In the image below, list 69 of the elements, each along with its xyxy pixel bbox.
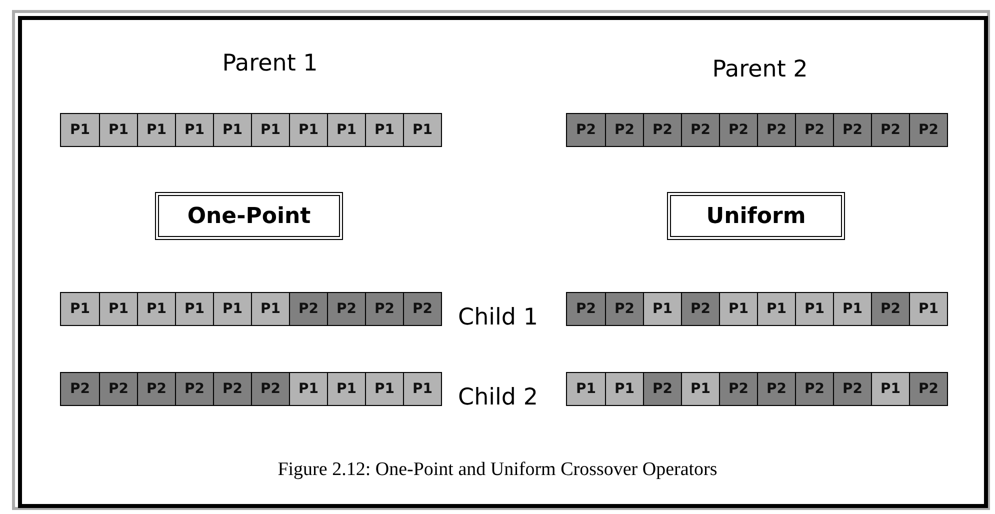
gene-cell: P1 (327, 114, 365, 146)
gene-cell: P2 (719, 373, 757, 405)
gene-cell: P2 (605, 293, 643, 325)
caption: Figure 2.12: One-Point and Uniform Crossover Operators (278, 458, 718, 482)
gene-cell: P2 (643, 373, 681, 405)
gene-cell: P2 (251, 373, 289, 405)
gene-cell: P2 (833, 373, 871, 405)
gene-cell: P1 (213, 293, 251, 325)
gene-cell: P2 (567, 293, 605, 325)
gene-cell: P2 (99, 373, 137, 405)
gene-cell: P1 (719, 293, 757, 325)
gene-cell: P1 (871, 373, 909, 405)
gene-cell: P1 (175, 293, 213, 325)
gene-cell: P2 (871, 114, 909, 146)
gene-cell: P2 (365, 293, 403, 325)
gene-cell: P2 (757, 373, 795, 405)
gene-cell: P1 (795, 293, 833, 325)
gene-cell: P2 (681, 114, 719, 146)
gene-cell: P2 (909, 114, 947, 146)
gene-cell: P2 (681, 293, 719, 325)
gene-cell: P1 (909, 293, 947, 325)
gene-cell: P2 (605, 114, 643, 146)
gene-cell: P1 (605, 373, 643, 405)
gene-cell: P2 (61, 373, 99, 405)
gene-cell: P1 (251, 114, 289, 146)
gene-cell: P2 (795, 373, 833, 405)
row-title: Parent 2 (712, 58, 808, 82)
row-title: Parent 1 (222, 52, 318, 76)
gene-cell: P2 (403, 293, 441, 325)
gene-cell: P1 (137, 114, 175, 146)
gene-cell: P1 (175, 114, 213, 146)
gene-cell: P1 (327, 373, 365, 405)
gene-cell: P2 (719, 114, 757, 146)
gene-cell: P1 (403, 114, 441, 146)
gene-cell: P1 (251, 293, 289, 325)
gene-cell: P1 (567, 373, 605, 405)
gene-cell: P1 (643, 293, 681, 325)
gene-cell: P1 (289, 373, 327, 405)
gene-cell: P1 (137, 293, 175, 325)
gene-cell: P1 (365, 373, 403, 405)
gene-cell: P2 (137, 373, 175, 405)
gene-cell: P1 (681, 373, 719, 405)
operator-label: One-Point (187, 202, 311, 230)
gene-cell: P2 (909, 373, 947, 405)
gene-cell: P2 (795, 114, 833, 146)
gene-cell: P1 (99, 293, 137, 325)
gene-cell: P1 (403, 373, 441, 405)
gene-cell: P2 (213, 373, 251, 405)
gene-cell: P1 (61, 114, 99, 146)
gene-cell: P2 (643, 114, 681, 146)
gene-cell: P2 (871, 293, 909, 325)
gene-cell: P1 (61, 293, 99, 325)
gene-cell: P2 (289, 293, 327, 325)
gene-cell: P2 (175, 373, 213, 405)
gene-cell: P1 (365, 114, 403, 146)
gene-cell: P1 (757, 293, 795, 325)
gene-cell: P2 (327, 293, 365, 325)
operator-label: Uniform (706, 202, 806, 230)
row-title: Child 2 (458, 386, 538, 410)
operator-box (667, 192, 845, 240)
gene-cell: P1 (289, 114, 327, 146)
row-title: Child 1 (458, 306, 538, 330)
gene-cell: P1 (213, 114, 251, 146)
operator-box (155, 192, 343, 240)
gene-cell: P1 (833, 293, 871, 325)
gene-cell: P2 (567, 114, 605, 146)
gene-cell: P2 (757, 114, 795, 146)
gene-cell: P2 (833, 114, 871, 146)
gene-cell: P1 (99, 114, 137, 146)
